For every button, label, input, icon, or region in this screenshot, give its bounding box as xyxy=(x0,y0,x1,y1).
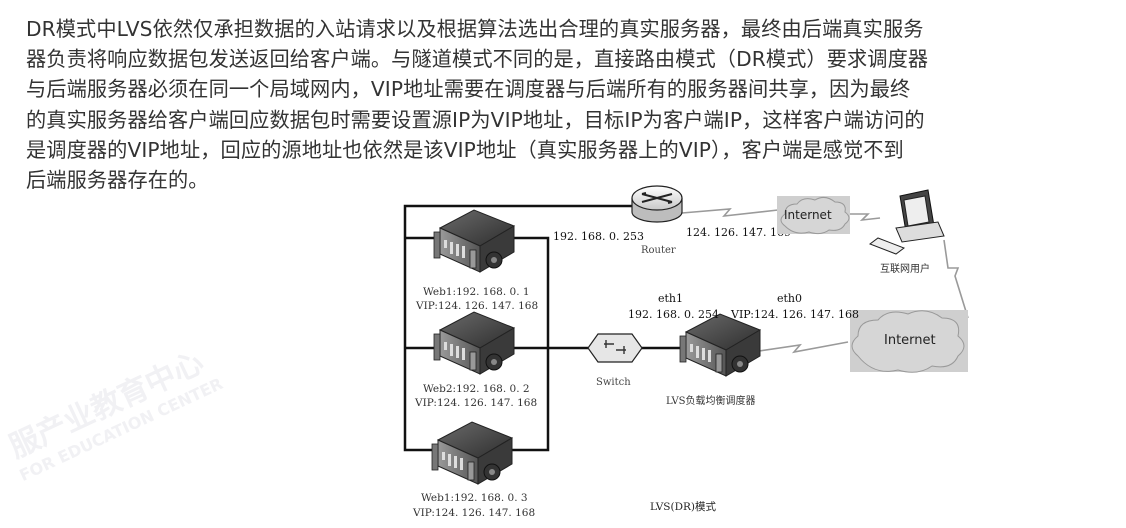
internet-bottom-label: Internet xyxy=(884,333,936,348)
server-2-name-ip: Web2:192. 168. 0. 2 xyxy=(423,383,530,395)
paragraph-line: 后端服务器存在的。 xyxy=(26,168,209,193)
paragraph-line: DR模式中LVS依然仅承担数据的入站请求以及根据算法选出合理的真实服务器，最终由… xyxy=(26,17,924,41)
director-label: LVS负载均衡调度器 xyxy=(666,394,756,407)
server-3-vip: VIP:124. 126. 147. 168 xyxy=(412,507,535,519)
web-server-3-icon xyxy=(431,421,513,485)
client-pc-icon xyxy=(868,189,945,255)
router-inner-ip: 192. 168. 0. 253 xyxy=(553,230,644,243)
router-icon xyxy=(631,185,683,223)
paragraph-line: 的真实服务器给客户端回应数据包时需要设置源IP为VIP地址，目标IP为客户端IP… xyxy=(26,107,925,132)
switch-icon xyxy=(587,333,643,363)
description-paragraph: DR模式中LVS依然仅承担数据的入站请求以及根据算法选出合理的真实服务器，最终由… xyxy=(26,14,1116,195)
router-label: Router xyxy=(641,245,676,256)
internet-top-cloud-icon xyxy=(777,196,850,235)
lvs-director-icon xyxy=(679,313,761,377)
paragraph-line: 与后端服务器必须在同一个局域网内，VIP地址需要在调度器与后端所有的服务器间共享… xyxy=(26,77,911,102)
director-eth1-name: eth1 xyxy=(658,292,683,305)
paragraph-line: 是调度器的VIP地址，回应的源地址也依然是该VIP地址（真实服务器上的VIP），… xyxy=(26,137,904,162)
server-2-vip: VIP:124. 126. 147. 168 xyxy=(414,397,537,409)
director-eth0-name: eth0 xyxy=(777,292,802,305)
internet-bottom-cloud-icon xyxy=(850,310,968,373)
server-1-vip: VIP:124. 126. 147. 168 xyxy=(415,300,538,312)
diagram-caption: LVS(DR)模式 xyxy=(650,500,717,513)
server-3-name-ip: Web1:192. 168. 0. 3 xyxy=(421,492,528,504)
client-label: 互联网用户 xyxy=(880,262,930,275)
wan-links xyxy=(681,208,969,354)
internet-top-label: Internet xyxy=(784,208,832,222)
server-1-name-ip: Web1:192. 168. 0. 1 xyxy=(423,286,530,298)
web-server-2-icon xyxy=(433,311,515,375)
director-eth1-ip: 192. 168. 0. 254 xyxy=(628,308,719,321)
director-eth0-vip: VIP:124. 126. 147. 168 xyxy=(730,308,859,321)
web-server-1-icon xyxy=(433,209,515,273)
paragraph-line: 器负责将响应数据包发送返回给客户端。与隧道模式不同的是，直接路由模式（DR模式）… xyxy=(26,47,929,72)
router-outer-ip: 124. 126. 147. 169 xyxy=(686,226,791,239)
switch-label: Switch xyxy=(596,377,631,388)
